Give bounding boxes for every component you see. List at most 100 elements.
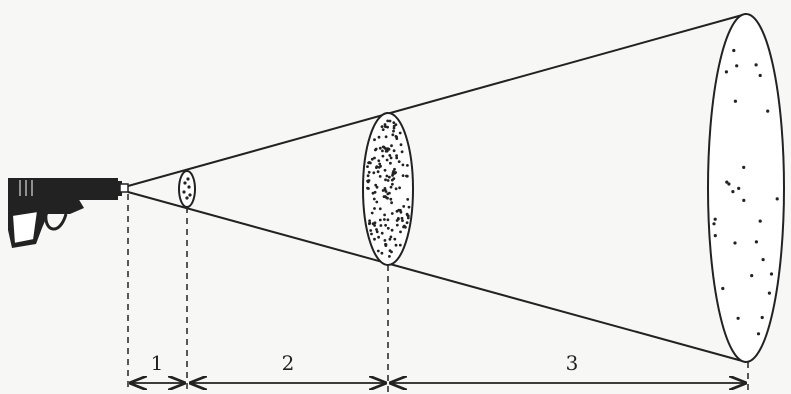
- shot-dot: [375, 230, 379, 234]
- shot-dot: [388, 119, 392, 123]
- shot-dot: [375, 200, 379, 204]
- shot-dot: [396, 217, 400, 220]
- shot-dot: [775, 197, 779, 201]
- shot-dot: [373, 156, 376, 160]
- shot-dot: [406, 216, 410, 220]
- shot-dot: [386, 179, 390, 182]
- shot-dot: [724, 70, 729, 74]
- shot-dot: [372, 197, 376, 201]
- shot-dot: [385, 158, 389, 162]
- shot-dot: [385, 174, 389, 178]
- shot-dot: [393, 167, 396, 171]
- shot-dot: [406, 198, 410, 201]
- shot-dot: [405, 212, 409, 216]
- shot-dot: [397, 208, 401, 212]
- shot-dot: [761, 258, 765, 262]
- cone-outline: [127, 13, 747, 363]
- shot-dot: [380, 231, 384, 235]
- shot-dot: [389, 185, 393, 189]
- shot-dot: [380, 125, 384, 129]
- shot-dot: [394, 135, 398, 138]
- shot-dot: [378, 175, 382, 178]
- shot-dot: [386, 218, 390, 222]
- shot-pattern-small: [178, 170, 196, 208]
- shot-dot: [389, 235, 393, 239]
- shot-dot: [378, 218, 382, 222]
- shot-dot: [713, 217, 717, 221]
- shot-dot: [750, 274, 754, 278]
- distance-guides: [127, 194, 749, 392]
- shot-dot: [732, 48, 736, 53]
- shot-dot: [383, 218, 386, 221]
- shot-dot: [377, 235, 380, 239]
- shot-dot: [370, 157, 374, 161]
- shot-dot: [387, 147, 391, 151]
- shot-dot: [386, 125, 389, 129]
- zone-3-label: 3: [566, 351, 579, 375]
- shot-pattern-medium: [362, 112, 414, 266]
- shot-dot: [386, 226, 390, 230]
- shot-dot: [384, 149, 388, 153]
- shot-dot: [727, 182, 731, 186]
- shot-dot: [756, 332, 761, 336]
- shot-dot: [376, 170, 380, 174]
- shot-dot: [758, 219, 762, 223]
- shot-dot: [395, 156, 399, 160]
- shot-dot: [384, 243, 388, 247]
- shot-dot: [366, 174, 370, 178]
- shot-dot: [390, 250, 393, 254]
- shot-dot: [378, 162, 382, 166]
- shot-dot: [735, 64, 739, 68]
- shot-dot: [400, 216, 404, 220]
- shot-dot: [388, 255, 391, 258]
- shot-dot: [399, 143, 403, 147]
- shot-dot: [399, 230, 402, 234]
- shot-dot: [373, 221, 377, 225]
- shot-dot: [736, 316, 740, 320]
- shot-dot: [725, 180, 729, 184]
- shot-dot: [384, 135, 388, 139]
- shot-dot: [385, 147, 388, 151]
- shot-dot: [383, 168, 387, 172]
- shot-dot: [367, 170, 371, 174]
- shot-dot: [372, 171, 376, 175]
- shot-dot: [391, 182, 394, 186]
- shot-dot: [393, 237, 397, 241]
- shot-dot: [375, 185, 379, 189]
- shot-dot: [374, 183, 378, 187]
- shot-dot: [405, 221, 409, 225]
- shot-dot: [395, 219, 399, 222]
- shot-dot: [384, 178, 387, 182]
- shot-dot: [370, 232, 373, 236]
- shot-dot: [390, 201, 393, 205]
- shot-dot: [754, 63, 758, 67]
- shot-dot: [400, 150, 404, 154]
- shot-dot: [737, 186, 741, 190]
- shot-dot: [373, 138, 376, 142]
- zone-1-label: 1: [151, 351, 164, 375]
- shot-dot: [386, 192, 390, 196]
- shot-dot: [398, 131, 402, 135]
- shot-dot: [371, 191, 375, 195]
- shot-dot: [394, 243, 398, 247]
- shot-dot: [395, 223, 399, 227]
- shot-dot: [402, 225, 405, 229]
- shot-dot: [758, 73, 762, 78]
- shot-dot: [378, 146, 382, 150]
- shot-dot: [370, 211, 374, 215]
- shot-dot: [366, 165, 369, 169]
- shot-dot: [401, 163, 405, 167]
- shot-dot: [375, 165, 379, 169]
- shot-dot: [368, 221, 372, 225]
- shot-dot: [377, 135, 381, 139]
- shot-dot: [393, 171, 397, 175]
- shot-dot: [377, 159, 381, 163]
- shot-dot: [381, 154, 385, 158]
- shot-dot: [721, 286, 725, 291]
- shot-dot: [390, 228, 394, 232]
- shot-dot: [366, 186, 369, 190]
- shot-dot: [402, 205, 406, 208]
- shot-dot: [381, 149, 384, 153]
- shot-dot: [388, 175, 391, 179]
